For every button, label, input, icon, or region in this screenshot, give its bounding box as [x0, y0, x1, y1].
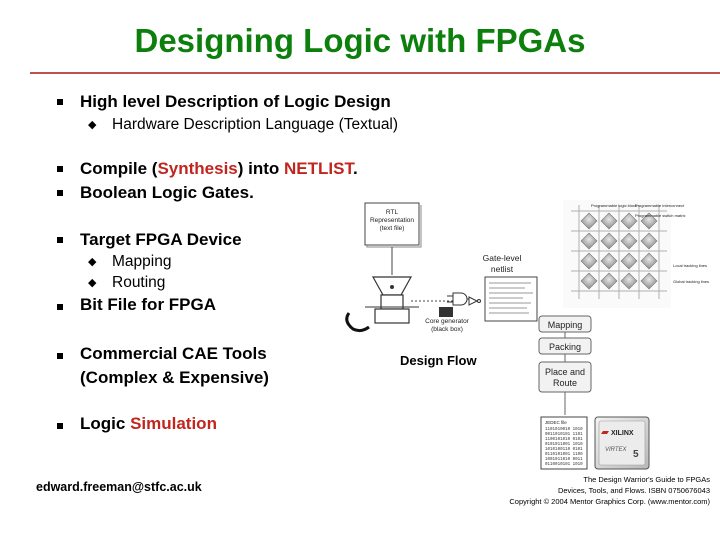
chip-number: 5 — [633, 449, 639, 460]
rtl-label-1: RTL — [386, 209, 399, 216]
rtl-text-file: RTL Representation (text file) — [364, 202, 422, 248]
bitfile-row: 0011010101 1101 — [545, 433, 583, 437]
interconnect-grid — [571, 205, 667, 299]
packing-step: Packing — [538, 337, 592, 355]
bullet-logic-simulation: Logic Simulation — [80, 414, 217, 433]
title-divider — [30, 72, 720, 74]
rtl-label-2: Representation — [370, 217, 414, 224]
credit-line: Devices, Tools, and Flows. ISBN 07506760… — [557, 486, 710, 495]
gate-netlist-label-2: netlist — [491, 264, 514, 274]
sub-bullet-routing: Routing — [112, 274, 166, 291]
slide-title: Designing Logic with FPGAs — [134, 22, 586, 59]
fpga-label-switch-matrix: Programmable switch matrix — [635, 213, 685, 218]
xilinx-virtex-chip: XILINX VIRTEX 5 — [594, 416, 650, 470]
bitfile-row: 0101011001 1010 — [545, 443, 583, 447]
design-flow-caption: Design Flow — [400, 353, 477, 368]
bullet-marker — [57, 353, 63, 359]
mapping-step: Mapping — [538, 315, 592, 333]
bitfile-row: 0110101001 1100 — [545, 453, 583, 457]
synthesis-highlight: Synthesis — [157, 159, 238, 178]
author-email: edward.freeman@stfc.ac.uk — [36, 480, 202, 494]
sub-bullet-diamond-icon: ◆ — [88, 277, 97, 289]
rtl-label-3: (text file) — [380, 225, 405, 232]
bullet-marker — [57, 423, 63, 429]
fpga-label-local-tracking: Local tracking lines — [673, 263, 707, 268]
place-route-step: Place and Route — [538, 361, 592, 393]
bullet-marker — [57, 166, 63, 172]
bitfile-row: 1101010010 1010 — [545, 428, 583, 432]
bullet-target-fpga: Target FPGA Device — [80, 230, 242, 249]
logic-blocks — [580, 212, 658, 290]
logic-gates-icon — [447, 292, 481, 306]
bitfile-row: 0110010101 1010 — [545, 463, 583, 467]
synthesis-engine-icon — [345, 276, 419, 333]
simulation-highlight: Simulation — [130, 414, 217, 433]
source-credit: The Design Warrior's Guide to FPGAs Devi… — [450, 474, 710, 507]
bullet-marker — [57, 99, 63, 105]
svg-text:Place and: Place and — [545, 367, 585, 377]
fpga-label-global-tracking: Global tracking lines — [673, 279, 709, 284]
fpga-label-logic-block: Programmable logic block — [591, 203, 637, 208]
bullet-cae-tools-line1: Commercial CAE Tools — [80, 344, 267, 363]
gate-netlist-label-1: Gate-level — [483, 253, 522, 263]
credit-line: Copyright © 2004 Mentor Graphics Corp. (… — [509, 497, 710, 506]
svg-text:Route: Route — [553, 378, 577, 388]
core-generator-icon — [439, 307, 453, 317]
bullet-boolean-logic: Boolean Logic Gates. — [80, 183, 254, 202]
bitfile-row: 1010100110 0101 — [545, 448, 583, 452]
bitfile-row: 1100101010 0101 — [545, 438, 583, 442]
bit-file-paper: JEDEC file 1101010010 1010 0011010101 11… — [540, 416, 588, 470]
chip-family: VIRTEX — [605, 447, 628, 453]
fpga-fabric-diagram: Programmable logic block Programmable in… — [563, 200, 709, 308]
sub-bullet-diamond-icon: ◆ — [88, 256, 97, 268]
core-generator-label-2: (black box) — [431, 326, 463, 333]
sub-bullet-hdl: Hardware Description Language (Textual) — [112, 116, 399, 133]
bullet-compile: Compile (Synthesis) into NETLIST. — [80, 159, 358, 178]
svg-text:Packing: Packing — [549, 342, 581, 352]
core-generator-label-1: Core generator — [425, 318, 470, 325]
netlist-paper — [484, 276, 538, 322]
bitfile-row: 1001011010 0011 — [545, 458, 583, 462]
sub-bullet-diamond-icon: ◆ — [88, 119, 97, 131]
chip-brand: XILINX — [611, 430, 634, 437]
netlist-highlight: NETLIST — [284, 159, 353, 178]
sub-bullet-mapping: Mapping — [112, 253, 172, 270]
bullet-bit-file: Bit File for FPGA — [80, 295, 216, 314]
bullet-cae-tools-line2: (Complex & Expensive) — [80, 368, 269, 387]
fpga-label-interconnect: Programmable interconnect — [635, 203, 685, 208]
bullet-marker — [57, 304, 63, 310]
bullet-high-level-description: High level Description of Logic Design — [80, 92, 391, 111]
credit-line: The Design Warrior's Guide to FPGAs — [583, 475, 710, 484]
svg-text:Mapping: Mapping — [548, 320, 583, 330]
bullet-marker — [57, 237, 63, 243]
bullet-marker — [57, 190, 63, 196]
design-flow-figure: RTL Representation (text file) Core gene… — [345, 200, 709, 470]
bitfile-title: JEDEC file — [545, 420, 567, 425]
